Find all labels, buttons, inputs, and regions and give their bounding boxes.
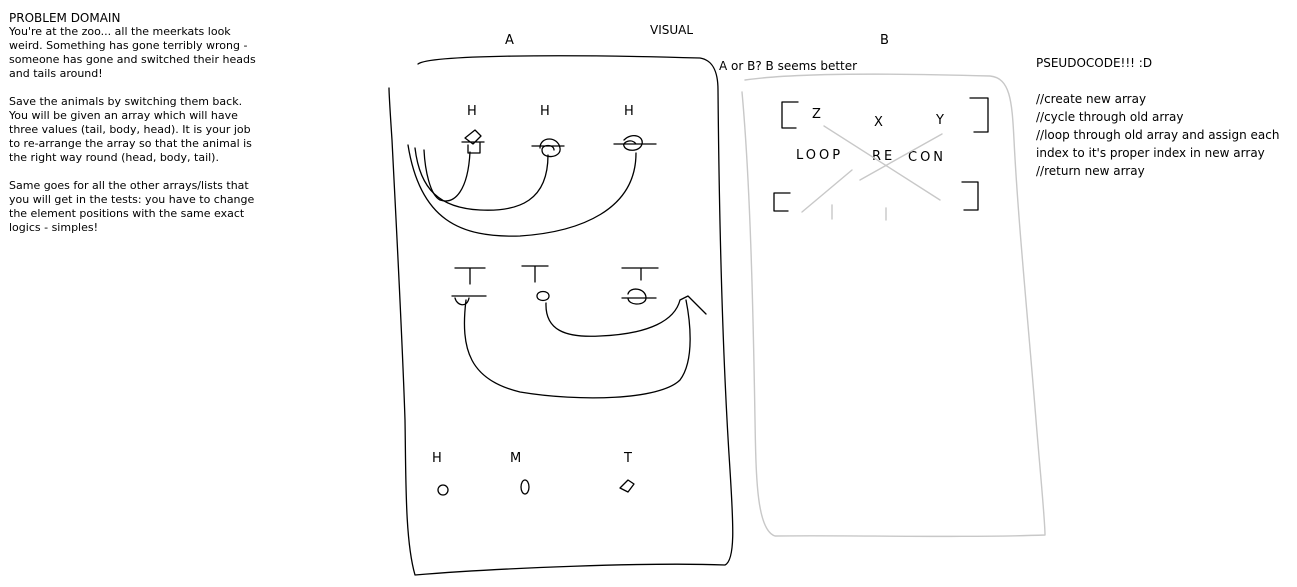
sketch-a-row1-letter: H <box>540 104 550 119</box>
sketch-a-row3-letter: T <box>623 451 632 466</box>
pseudocode-step: //cycle through old array <box>1036 110 1184 124</box>
pseudocode-title: PSEUDOCODE!!! :D <box>1036 56 1153 70</box>
pseudocode: PSEUDOCODE!!! :D //create new array //cy… <box>1036 54 1286 180</box>
problem-paragraph-2: Save the animals by switching them back.… <box>9 95 252 164</box>
pseudocode-step: //loop through old array and assign each… <box>1036 128 1280 160</box>
swap-arc <box>545 295 707 337</box>
swap-arc <box>407 144 637 237</box>
bracket-open <box>781 101 799 129</box>
loop-word: LOOP <box>796 148 843 163</box>
scribble-tail-1 <box>451 295 487 306</box>
box-a-outline <box>388 55 734 576</box>
scribble-head-1 <box>461 129 485 154</box>
scribble-tail-3 <box>621 288 657 305</box>
t-bar <box>454 267 486 285</box>
pseudocode-step: //create new array <box>1036 92 1147 106</box>
swap-arc <box>423 149 471 202</box>
sketch-a-row1-letter: H <box>624 104 634 119</box>
array-letter: Z <box>812 107 821 122</box>
problem-domain: PROBLEM DOMAIN You're at the zoo... all … <box>9 11 264 249</box>
array-letter: X <box>874 115 883 130</box>
swap-arc <box>463 299 691 399</box>
box-b-outline <box>741 73 1046 538</box>
bracket-close <box>969 97 989 133</box>
t-bar <box>621 267 659 281</box>
comparison-note: A or B? B seems better <box>719 59 858 73</box>
pseudocode-step: //return new array <box>1036 164 1145 178</box>
scribble-circle <box>520 479 530 495</box>
sketch-a-row1-letter: H <box>467 104 477 119</box>
cross-line <box>831 204 887 221</box>
label-b: B <box>880 33 889 48</box>
cross-line <box>801 169 853 213</box>
array-letter: Y <box>935 113 944 128</box>
problem-paragraph-3: Same goes for all the other arrays/lists… <box>9 179 255 234</box>
scribble-tail-2 <box>536 290 550 302</box>
scribble-circle <box>619 479 635 493</box>
cross-line <box>859 133 943 181</box>
scribble-head-3 <box>613 134 657 151</box>
scribble-head-2 <box>531 138 565 158</box>
swap-arc <box>414 147 549 211</box>
scribble-circle <box>437 484 449 496</box>
loop-word: CON <box>908 150 946 165</box>
sketch-a-row3-letter: M <box>510 451 521 466</box>
bracket-open <box>773 192 791 212</box>
problem-title: PROBLEM DOMAIN <box>9 11 121 25</box>
visual-title: VISUAL <box>650 23 694 37</box>
bracket-close <box>961 181 979 211</box>
cross-line <box>823 125 941 201</box>
label-a: A <box>505 33 514 48</box>
t-bar <box>521 265 549 283</box>
problem-paragraph-1: You're at the zoo... all the meerkats lo… <box>9 25 256 80</box>
sketch-a-row3-letter: H <box>432 451 442 466</box>
